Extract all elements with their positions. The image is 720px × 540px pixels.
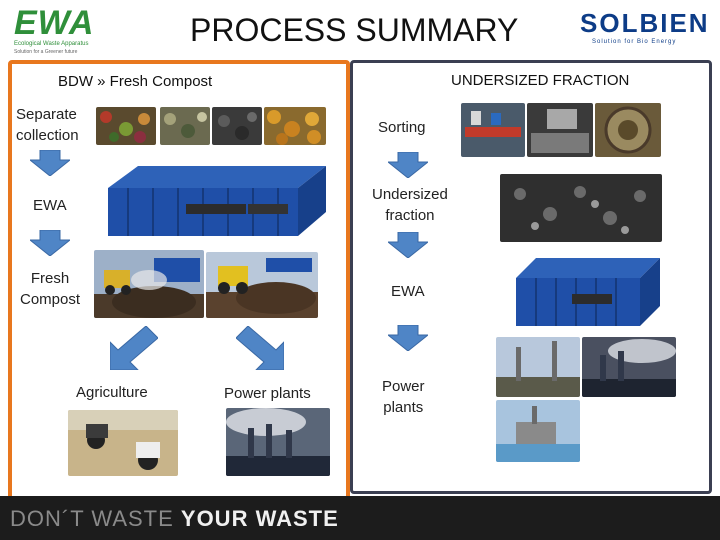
- dark-waste-photo: [212, 107, 262, 145]
- arrow-diagonal-right-icon: [236, 326, 284, 370]
- footer-bar: [0, 496, 720, 540]
- step-sorting: Sorting: [378, 119, 426, 136]
- arrow-down-icon: [388, 232, 428, 258]
- page-title: PROCESS SUMMARY: [190, 12, 519, 48]
- solbien-logo-word: SOLBIEN: [580, 8, 710, 38]
- compost-loader-photo: [206, 252, 318, 318]
- ewa-logo: EWA Ecological Waste Apparatus Solution …: [14, 4, 124, 55]
- step-agriculture: Agriculture: [76, 384, 148, 401]
- footer-slogan-part2: YOUR WASTE: [180, 506, 339, 531]
- arrow-diagonal-left-icon: [110, 326, 158, 370]
- power-plant-photo-3: [496, 400, 580, 462]
- citrus-waste-photo: [264, 107, 326, 145]
- tractor-photo: [68, 410, 178, 476]
- arrow-down-icon: [30, 230, 70, 256]
- footer-slogan: DON´T WASTE YOUR WASTE: [10, 506, 339, 532]
- step-undersized-fraction: Undersized fraction: [372, 186, 448, 224]
- ewa-logo-word: EWA: [14, 4, 95, 42]
- mixed-waste-photo: [160, 107, 210, 145]
- arrow-down-icon: [30, 150, 70, 176]
- power-plant-photo-1: [496, 337, 580, 397]
- step-fresh-compost: Fresh Compost: [20, 270, 81, 308]
- arrow-down-icon: [388, 325, 428, 351]
- compost-panel-heading: BDW » Fresh Compost: [58, 73, 213, 90]
- step-ewa-right: EWA: [391, 283, 425, 300]
- trommel-screen-photo: [595, 103, 661, 157]
- ewa-container-photo: [108, 166, 326, 236]
- ewa-container-photo-right: [516, 258, 660, 326]
- undersized-fraction-photo: [500, 174, 662, 242]
- ewa-logo-tagline: Ecological Waste Apparatus: [14, 41, 89, 47]
- undersized-panel-heading: UNDERSIZED FRACTION: [451, 72, 630, 89]
- step-separate-collection: Separate collection: [16, 106, 79, 144]
- power-plant-photo: [226, 408, 330, 476]
- sorting-line-photo: [461, 103, 525, 157]
- compost-machine-photo: [94, 250, 204, 318]
- solbien-logo: SOLBIEN Solution for Bio Energy: [580, 8, 708, 48]
- solbien-logo-tagline: Solution for Bio Energy: [592, 39, 677, 45]
- step-ewa-left: EWA: [33, 197, 67, 214]
- footer-slogan-part1: DON´T WASTE: [10, 506, 181, 531]
- step-power-plants-right: Power plants: [382, 378, 425, 416]
- arrow-down-icon: [388, 152, 428, 178]
- ewa-logo-subtagline: Solution for a Greener future: [14, 49, 78, 55]
- step-power-plants-left: Power plants: [224, 385, 311, 402]
- power-plant-photo-2: [582, 337, 676, 397]
- sorting-machine-photo: [527, 103, 593, 157]
- organic-waste-photo: [96, 107, 156, 145]
